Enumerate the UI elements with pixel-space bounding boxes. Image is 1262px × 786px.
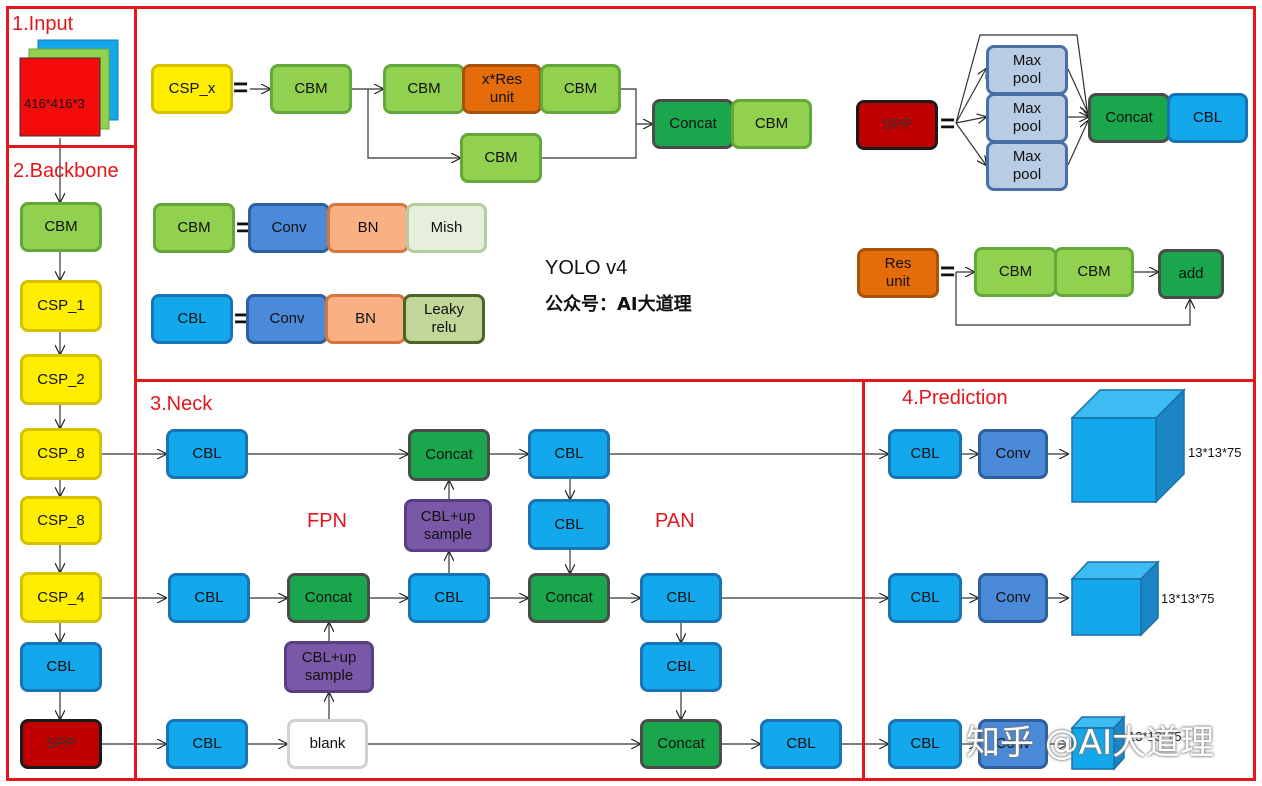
pred-head1-cbl: CBL [888, 429, 962, 479]
input-layer-front [19, 57, 101, 137]
arrow [621, 88, 652, 124]
output-cube-medium [1070, 560, 1160, 637]
legend-cspx-cbm5: CBM [731, 99, 812, 149]
arrow [955, 69, 986, 124]
backbone-cbm: CBM [20, 202, 102, 252]
backbone-csp1: CSP_1 [20, 280, 102, 332]
pred-head2-size: 13*13*75 [1161, 591, 1215, 606]
neck-row2-cbl-mid: CBL [408, 573, 490, 623]
legend-cbm-conv: Conv [248, 203, 330, 253]
legend-spp: SPP [856, 100, 938, 150]
neck-row3-blank: blank [287, 719, 368, 769]
pred-head3-size: 13*13*75 [1128, 729, 1182, 744]
legend-cbl-bn: BN [325, 294, 406, 344]
pred-head2-cbl: CBL [888, 573, 962, 623]
neck-row2-concat2: Concat [528, 573, 610, 623]
legend-cbl-leaky: Leaky relu [403, 294, 485, 344]
equals-sign: = [940, 108, 956, 138]
section-title-backbone: 2.Backbone [13, 160, 119, 182]
neck-row1-cbl-down: CBL [528, 499, 610, 550]
legend-cspx-cbm2: CBM [383, 64, 465, 114]
pred-head2-conv: Conv [978, 573, 1048, 623]
arrow [955, 34, 1088, 124]
legend-cspx-cbm1: CBM [270, 64, 352, 114]
backbone-cbl: CBL [20, 642, 102, 692]
legend-spp-concat: Concat [1088, 93, 1170, 143]
neck-row1-upsample: CBL+up sample [404, 499, 492, 552]
section-title-input: 1.Input [12, 13, 74, 35]
legend-cspx-concat: Concat [652, 99, 734, 149]
arrow [955, 117, 986, 123]
pred-head3-conv: Conv [978, 719, 1048, 769]
legend-cspx-cbm4: CBM [460, 133, 542, 183]
equals-sign: = [940, 256, 956, 286]
input-size-label: 416*416*3 [24, 96, 85, 111]
neck-row1-cbl-out: CBL [528, 429, 610, 479]
output-cube-small [1070, 715, 1126, 771]
legend-res-cbm2: CBM [1054, 247, 1134, 297]
neck-row3-cbl-out: CBL [760, 719, 842, 769]
neck-row2-cbl: CBL [168, 573, 250, 623]
pred-head1-conv: Conv [978, 429, 1048, 479]
arrow [1067, 121, 1088, 166]
neck-row2-concat: Concat [287, 573, 370, 623]
fpn-label: FPN [307, 510, 347, 532]
legend-spp-maxpool2: Max pool [986, 93, 1068, 143]
arrow [1067, 68, 1088, 113]
section-title-neck: 3.Neck [150, 393, 213, 415]
legend-cspx-res: x*Res unit [462, 64, 542, 114]
legend-cspx: CSP_x [151, 64, 233, 114]
backbone-spp: SPP [20, 719, 102, 769]
legend-res-cbm1: CBM [974, 247, 1057, 297]
backbone-csp2: CSP_2 [20, 354, 102, 405]
section-title-prediction: 4.Prediction [902, 387, 1008, 409]
legend-cbm-mish: Mish [406, 203, 487, 253]
arrow [367, 89, 460, 158]
prediction-frame [862, 379, 1256, 781]
diagram-title: YOLO v4 [545, 257, 628, 279]
output-cube-large [1070, 388, 1186, 504]
legend-cbm: CBM [153, 203, 235, 253]
diagram-subtitle: 公众号：AI大道理 [545, 294, 692, 315]
watermark: 知乎 @AI大道理 [966, 723, 1215, 763]
legend-cbl-conv: Conv [246, 294, 328, 344]
pan-label: PAN [655, 510, 695, 532]
neck-row1-concat: Concat [408, 429, 490, 481]
arrow [542, 124, 637, 159]
legend-spp-maxpool1: Max pool [986, 45, 1068, 95]
legend-cbl: CBL [151, 294, 233, 344]
legend-cspx-cbm3: CBM [540, 64, 621, 114]
neck-row1-cbl: CBL [166, 429, 248, 479]
equals-sign: = [233, 72, 249, 102]
backbone-csp4: CSP_4 [20, 572, 102, 623]
neck-row3-cbl: CBL [166, 719, 248, 769]
equals-sign: = [234, 303, 250, 333]
legend-spp-maxpool3: Max pool [986, 141, 1068, 191]
legend-cbm-bn: BN [327, 203, 409, 253]
neck-row3-concat: Concat [640, 719, 722, 769]
pred-head1-size: 13*13*75 [1188, 445, 1242, 460]
arrow [955, 272, 1190, 326]
neck-row2-upsample: CBL+up sample [284, 641, 374, 693]
pred-head3-cbl: CBL [888, 719, 962, 769]
legend-res-add: add [1158, 249, 1224, 299]
backbone-csp8-b: CSP_8 [20, 496, 102, 545]
neck-row2-cbl-out: CBL [640, 573, 722, 623]
backbone-csp8-a: CSP_8 [20, 428, 102, 480]
legend-res-unit: Res unit [857, 248, 939, 298]
equals-sign: = [236, 212, 252, 242]
neck-row2-cbl-down: CBL [640, 642, 722, 692]
legend-spp-cbl: CBL [1167, 93, 1248, 143]
arrow [955, 122, 986, 165]
